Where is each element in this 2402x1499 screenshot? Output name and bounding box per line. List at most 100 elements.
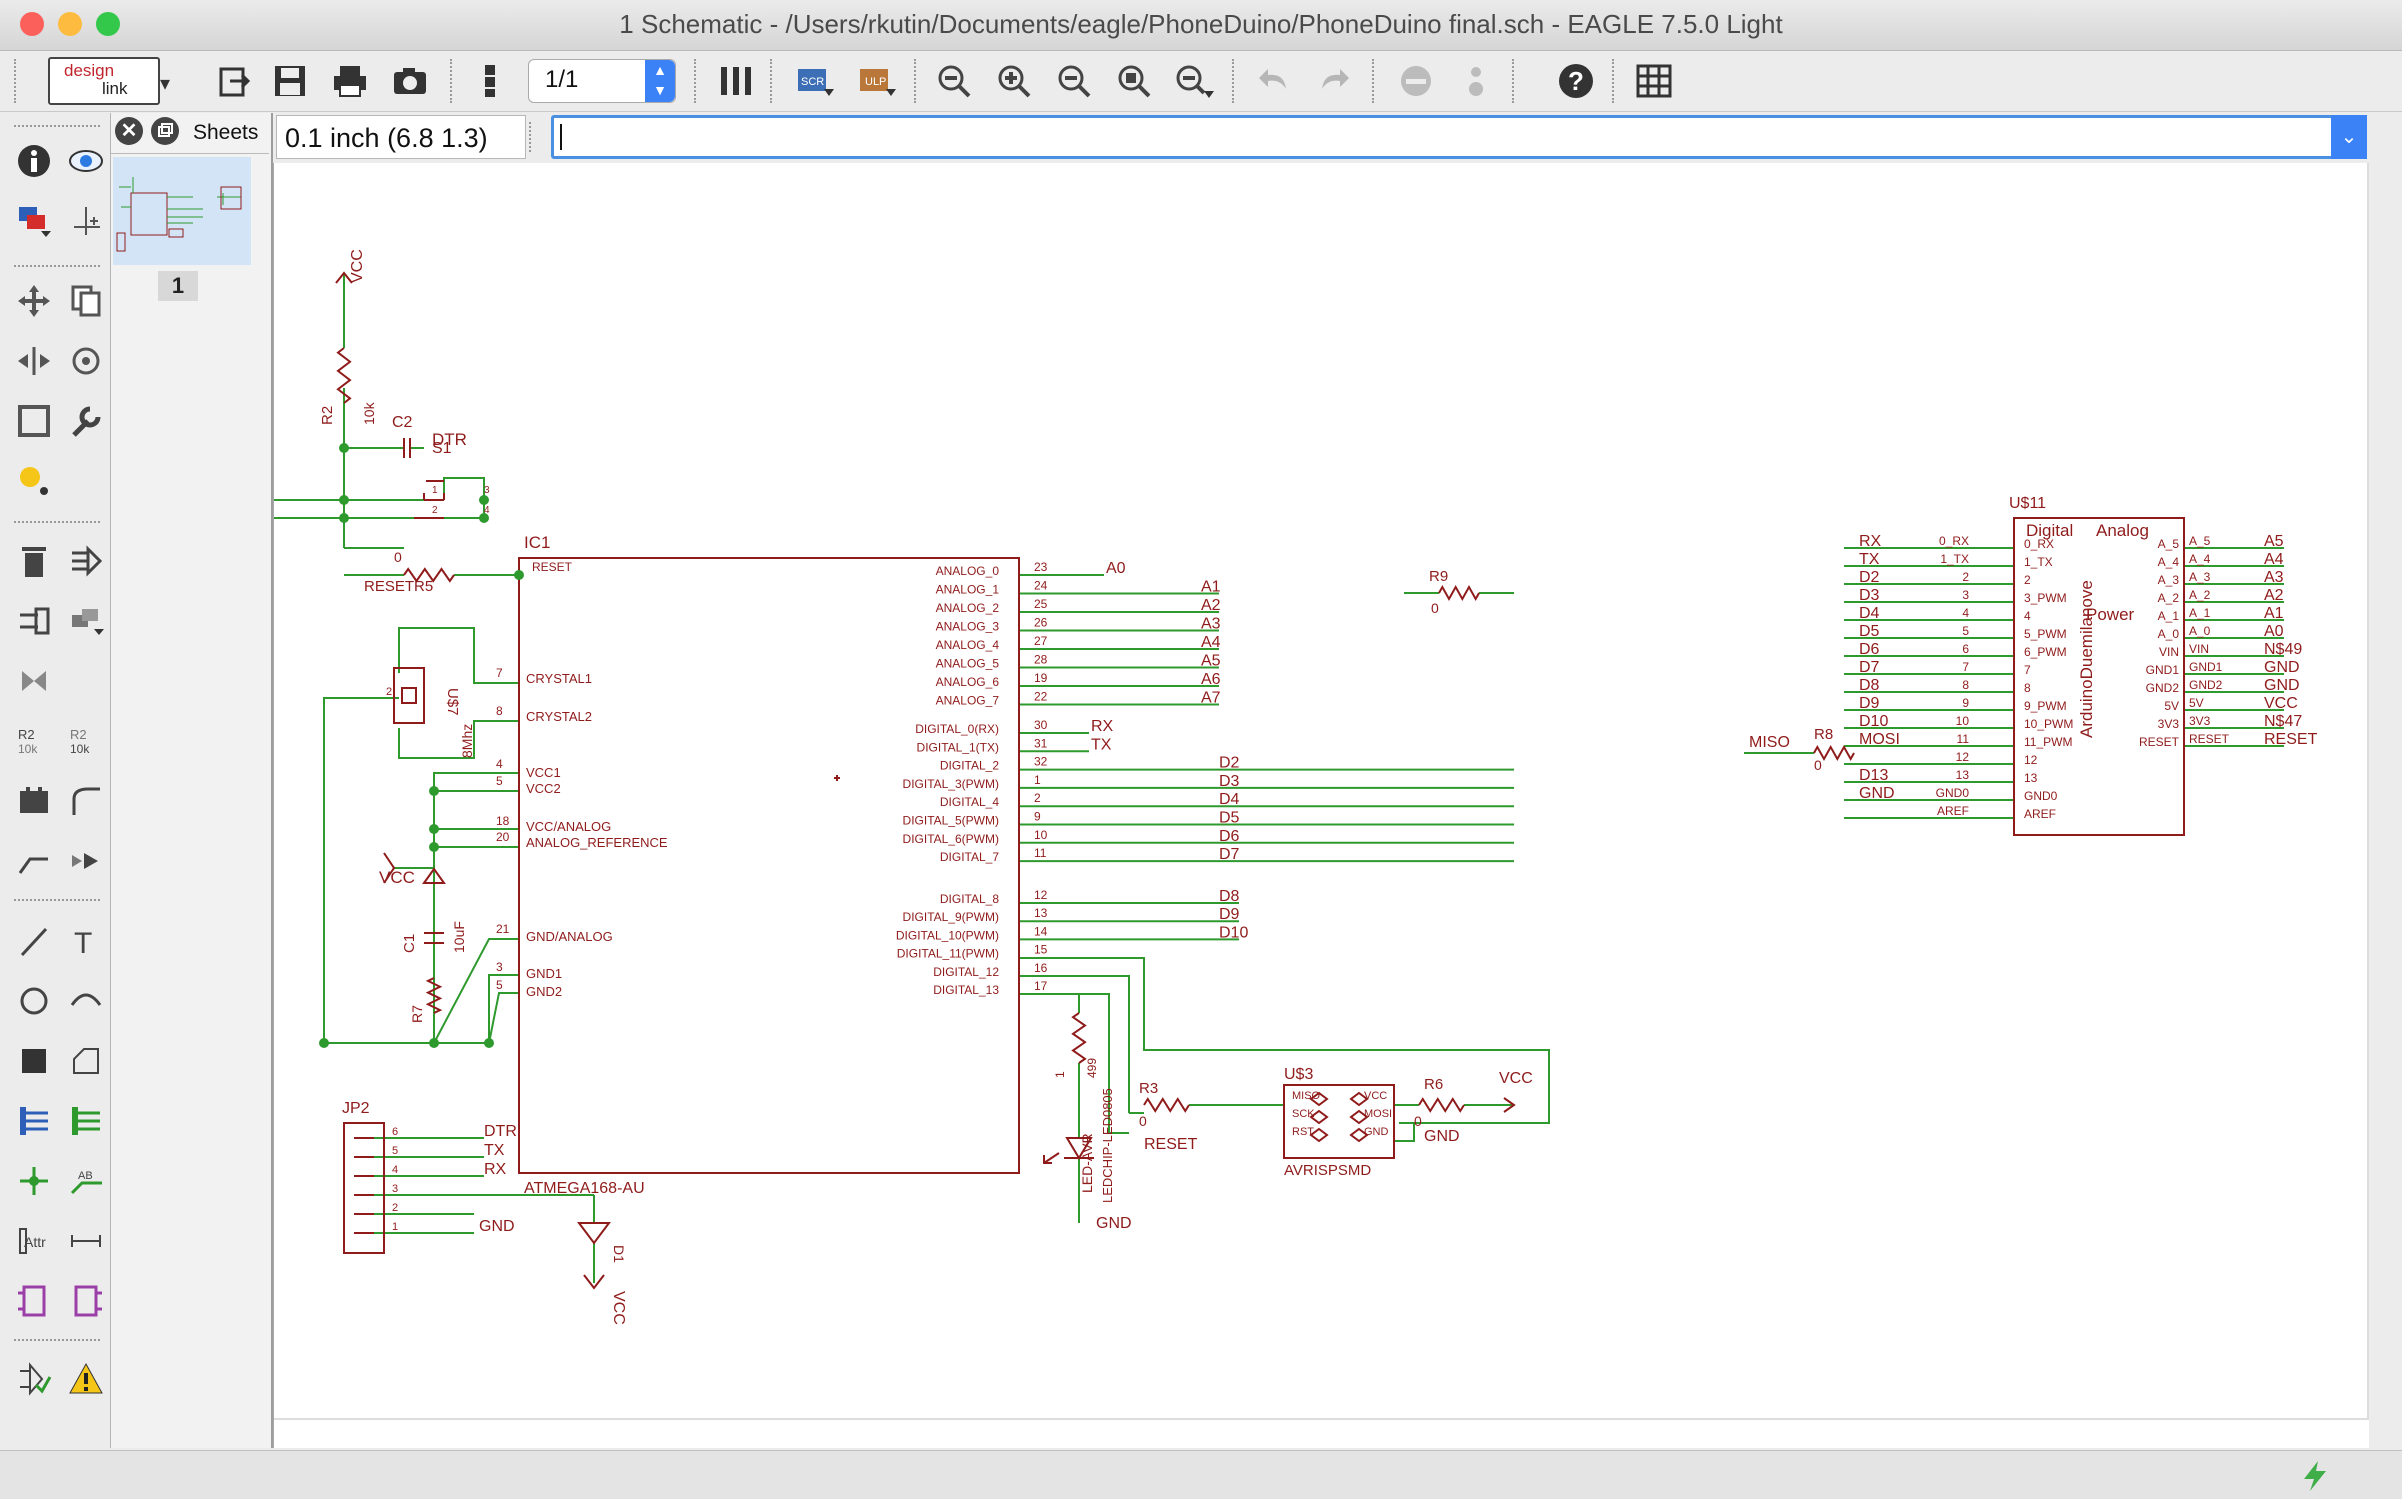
junction-icon[interactable] — [12, 1159, 56, 1203]
panel-separator — [14, 265, 100, 267]
move-icon[interactable] — [12, 279, 56, 323]
zoom-redraw-icon[interactable] — [1170, 57, 1218, 105]
export-icon[interactable] — [210, 57, 258, 105]
erc-icon[interactable] — [12, 1357, 56, 1401]
ulp-icon[interactable] — [712, 57, 760, 105]
sheet-thumbnail[interactable] — [113, 157, 251, 265]
script-icon[interactable]: SCR — [790, 57, 838, 105]
float-panel-icon[interactable] — [151, 117, 179, 145]
close-window-button[interactable] — [20, 12, 44, 36]
frame-icon[interactable] — [12, 1279, 56, 1323]
pin-number: 25 — [1034, 597, 1048, 611]
layers-icon[interactable] — [12, 199, 56, 243]
pin-label-analog: ANALOG_0 — [936, 564, 1000, 578]
arc-icon[interactable] — [64, 979, 108, 1023]
schematic-label: 10k — [361, 401, 377, 425]
paint-roller-icon[interactable] — [12, 459, 56, 503]
group-icon[interactable] — [12, 399, 56, 443]
smash-icon[interactable] — [12, 779, 56, 823]
split-icon[interactable] — [12, 839, 56, 883]
u11-pin-label: A_4 — [2189, 552, 2211, 566]
schematic-label: C2 — [392, 414, 413, 431]
u11-inner-pin: 0_RX — [2024, 537, 2054, 551]
miter-icon[interactable] — [64, 779, 108, 823]
dimension-icon[interactable] — [64, 1219, 108, 1263]
sheets-panel-title: Sheets — [193, 121, 259, 144]
pin-number: 22 — [1034, 690, 1048, 704]
jp2-header — [343, 1122, 385, 1254]
warning-icon[interactable] — [64, 1357, 108, 1401]
ic1-body — [518, 557, 1020, 1174]
circle-icon[interactable] — [12, 979, 56, 1023]
show-eye-icon[interactable] — [64, 139, 108, 183]
schematic-label: VCC — [379, 868, 415, 887]
net-label: D9 — [1859, 695, 1880, 712]
close-icon[interactable]: ✕ — [115, 117, 143, 145]
command-input[interactable]: ⌄ — [551, 115, 2367, 159]
go-icon[interactable] — [1452, 57, 1500, 105]
grid-icon[interactable] — [1630, 57, 1678, 105]
u11-inner-pin: A_3 — [2158, 573, 2180, 587]
u11-pin-label: 1_TX — [1940, 552, 1969, 566]
sheet-select[interactable]: 1/1 ▲▼ — [528, 59, 676, 103]
toolbar-separator — [529, 122, 533, 152]
stop-icon[interactable] — [1392, 57, 1440, 105]
zoom-window-button[interactable] — [96, 12, 120, 36]
delete-icon[interactable] — [12, 539, 56, 583]
u11-pin-label: 11 — [1957, 732, 1970, 746]
help-icon[interactable]: ? — [1552, 57, 1600, 105]
design-link-dropdown-icon[interactable]: ▾ — [160, 73, 171, 95]
module-icon[interactable] — [64, 1279, 108, 1323]
invoke-icon[interactable] — [64, 839, 108, 883]
chevron-down-icon[interactable]: ⌄ — [2331, 115, 2367, 159]
add-icon[interactable] — [64, 539, 108, 583]
svg-text:10k: 10k — [18, 742, 38, 756]
mirror-icon[interactable] — [12, 339, 56, 383]
save-icon[interactable] — [266, 57, 314, 105]
rect-icon[interactable] — [12, 1039, 56, 1083]
minimize-window-button[interactable] — [58, 12, 82, 36]
cam-icon[interactable] — [386, 57, 434, 105]
toolbar-separator — [450, 59, 456, 103]
undo-icon[interactable] — [1250, 57, 1298, 105]
text-icon[interactable]: T — [64, 919, 108, 963]
schematic-label: 5 — [496, 774, 503, 788]
panel-separator — [14, 521, 100, 523]
bus-icon[interactable] — [12, 1099, 56, 1143]
pinswap-icon[interactable] — [12, 599, 56, 643]
zoom-select-icon[interactable] — [1110, 57, 1158, 105]
label-icon[interactable]: AB — [64, 1159, 108, 1203]
zoom-in-icon[interactable] — [990, 57, 1038, 105]
polygon-icon[interactable] — [64, 1039, 108, 1083]
schematic-label: C1 — [401, 934, 418, 953]
jp2-pin-number: 5 — [392, 1145, 398, 1157]
zoom-out-icon[interactable] — [1050, 57, 1098, 105]
zoom-fit-icon[interactable] — [930, 57, 978, 105]
mark-icon[interactable] — [64, 199, 108, 243]
board-switch-icon[interactable] — [466, 57, 514, 105]
copy-icon[interactable] — [64, 279, 108, 323]
wire-icon[interactable] — [12, 919, 56, 963]
info-icon[interactable] — [12, 139, 56, 183]
redo-icon[interactable] — [1310, 57, 1358, 105]
schematic-label: RESET — [1144, 1136, 1198, 1153]
sheet-number[interactable]: 1 — [158, 271, 198, 301]
pin-label-digital: DIGITAL_1(TX) — [917, 740, 999, 754]
rotate-icon[interactable] — [64, 339, 108, 383]
chevron-updown-icon[interactable]: ▲▼ — [645, 60, 675, 102]
schematic-label: 7 — [496, 666, 503, 680]
pin-label-digital: DIGITAL_0(RX) — [915, 722, 999, 736]
net-icon[interactable] — [64, 1099, 108, 1143]
print-icon[interactable] — [326, 57, 374, 105]
run-icon[interactable]: ULP — [852, 57, 900, 105]
design-link-button[interactable]: design link — [48, 57, 160, 105]
gateswap-icon[interactable] — [12, 659, 56, 703]
change-wrench-icon[interactable] — [64, 399, 108, 443]
attribute-icon[interactable]: Attr — [12, 1219, 56, 1263]
replace-icon[interactable] — [64, 599, 108, 643]
